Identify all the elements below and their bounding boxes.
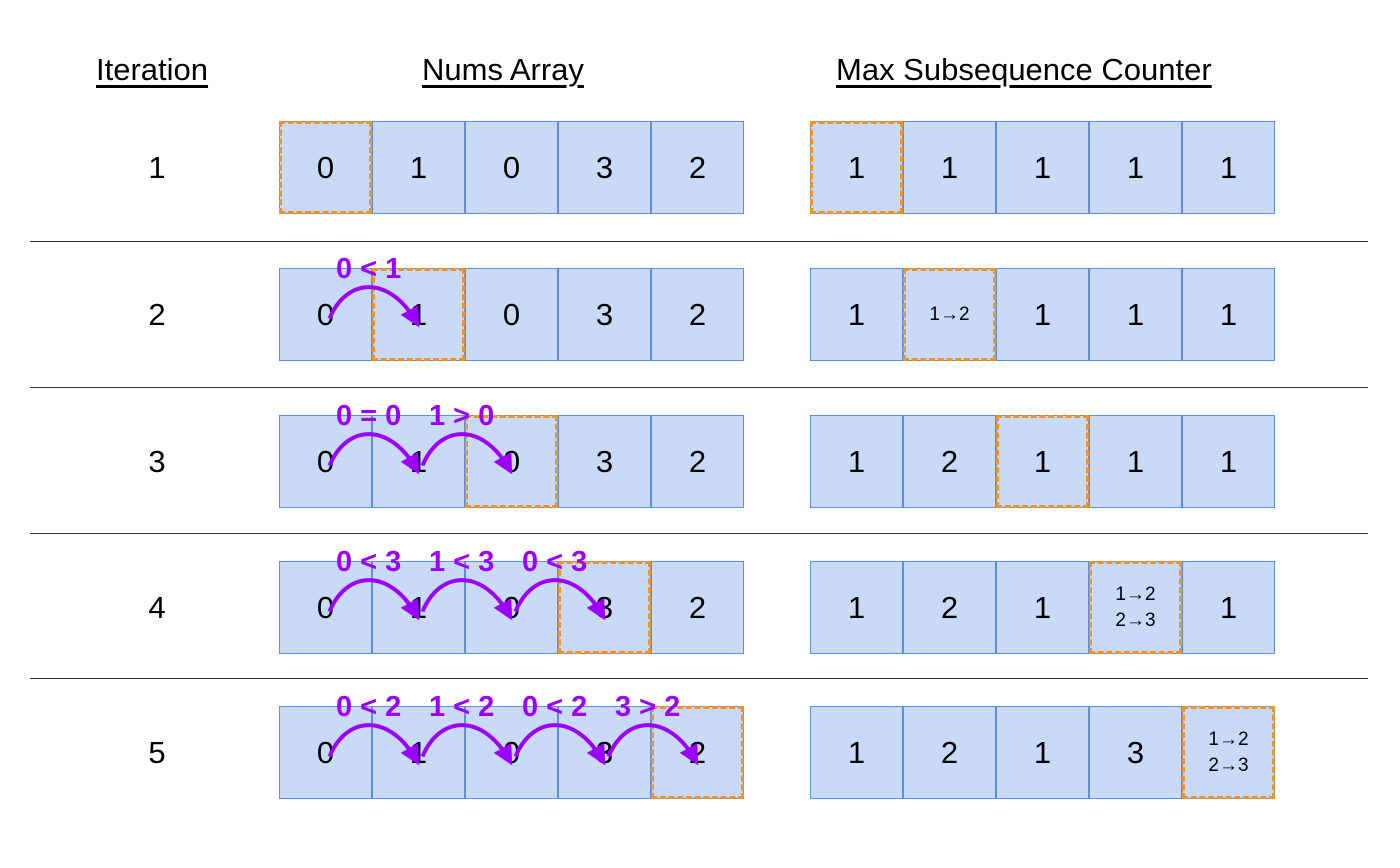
comparison-label: 0 < 2 xyxy=(522,691,588,723)
counter-cell: 1 xyxy=(996,121,1089,214)
comparison-label: 0 < 3 xyxy=(522,546,588,578)
counter-update-line: 2→3 xyxy=(1115,609,1156,631)
row-separator xyxy=(30,241,1368,242)
nums-cell: 2 xyxy=(651,561,744,654)
nums-cell: 2 xyxy=(651,415,744,508)
comparison-label: 0 < 3 xyxy=(336,546,402,578)
comparison-label: 0 = 0 xyxy=(336,400,402,432)
comparison-label: 0 < 2 xyxy=(336,691,402,723)
row-separator xyxy=(30,387,1368,388)
counter-cell: 1 xyxy=(996,415,1089,508)
header-max-subsequence-counter: Max Subsequence Counter xyxy=(836,52,1212,87)
counter-cell: 2 xyxy=(903,561,996,654)
counter-cell: 1 xyxy=(1089,268,1182,361)
nums-cell: 2 xyxy=(651,121,744,214)
comparison-label: 0 < 1 xyxy=(336,253,402,285)
comparison-label: 1 < 3 xyxy=(429,546,495,578)
counter-update-line: 1→2 xyxy=(1208,728,1249,750)
iteration-number: 3 xyxy=(148,443,166,479)
counter-cell: 1 xyxy=(996,706,1089,799)
counter-cell: 1 xyxy=(1182,561,1275,654)
nums-cell: 0 xyxy=(465,121,558,214)
header-iteration: Iteration xyxy=(96,52,209,87)
row-separator xyxy=(30,533,1368,534)
counter-cell: 1 xyxy=(810,268,903,361)
nums-cell: 0 xyxy=(465,268,558,361)
counter-cell: 1 xyxy=(996,268,1089,361)
comparison-label: 1 > 0 xyxy=(429,400,495,432)
iteration-number: 4 xyxy=(148,589,166,625)
counter-cell: 1 xyxy=(810,561,903,654)
counter-cell: 1 xyxy=(1182,415,1275,508)
header-nums-array: Nums Array xyxy=(422,52,584,87)
counter-update: 1→2 xyxy=(929,302,969,328)
comparison-label: 1 < 2 xyxy=(429,691,495,723)
counter-update-line: 1→2 xyxy=(1115,583,1156,605)
iteration-number: 1 xyxy=(148,149,166,185)
counter-cell: 1 xyxy=(996,561,1089,654)
counter-cell: 1→2 xyxy=(903,268,996,361)
row-separator xyxy=(30,678,1368,679)
nums-cell: 3 xyxy=(558,415,651,508)
iteration-number: 5 xyxy=(148,734,166,770)
counter-cell: 1 xyxy=(903,121,996,214)
counter-cell: 2 xyxy=(903,706,996,799)
iteration-number: 2 xyxy=(148,296,166,332)
counter-cell: 2 xyxy=(903,415,996,508)
counter-cell: 1 xyxy=(810,706,903,799)
counter-cell: 1 xyxy=(810,121,903,214)
nums-cell: 2 xyxy=(651,268,744,361)
nums-cell: 0 xyxy=(279,121,372,214)
comparison-label: 3 > 2 xyxy=(615,691,681,723)
counter-cell: 1 xyxy=(1182,121,1275,214)
nums-cell: 1 xyxy=(372,121,465,214)
counter-cell: 1 xyxy=(1089,121,1182,214)
counter-cell: 1 xyxy=(1182,268,1275,361)
nums-cell: 3 xyxy=(558,268,651,361)
nums-cell: 3 xyxy=(558,121,651,214)
counter-update-line: 1→2 xyxy=(929,303,970,325)
counter-cell: 1 xyxy=(1089,415,1182,508)
counter-cell: 3 xyxy=(1089,706,1182,799)
counter-update-line: 2→3 xyxy=(1208,754,1249,776)
counter-cell: 1 xyxy=(810,415,903,508)
